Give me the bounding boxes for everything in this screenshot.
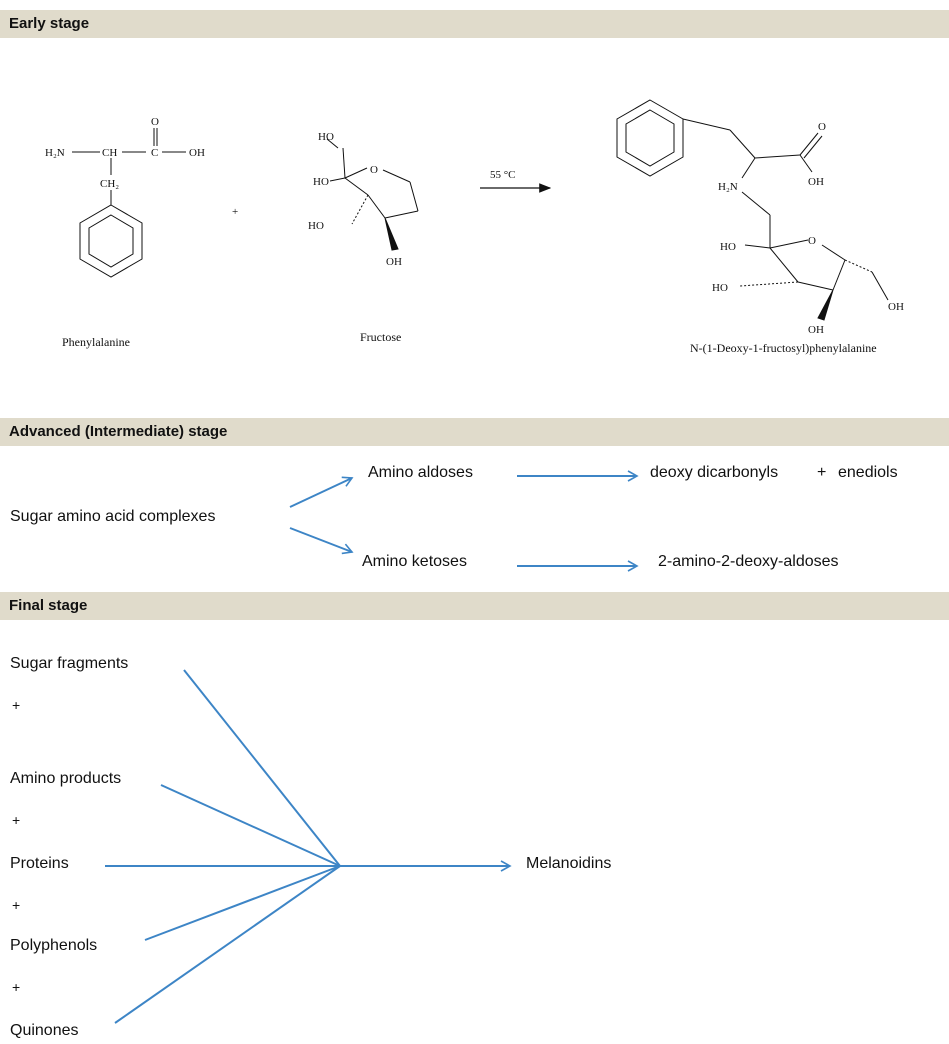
enediols-label: enediols	[838, 464, 898, 481]
amino-ketoses-label: Amino ketoses	[362, 553, 467, 570]
product-label: N-(1-Deoxy-1-fructosyl)phenylalanine	[690, 341, 877, 355]
advanced-stage-title: Advanced (Intermediate) stage	[9, 423, 228, 440]
phe-ch2-label: CH₂	[100, 178, 119, 190]
product-ring-o-label: O	[808, 235, 816, 247]
fru-ho-low-label: HO	[308, 220, 324, 232]
line-amino-products	[160, 784, 341, 867]
fru-ho-mid-label: HO	[313, 176, 329, 188]
fru-ring-o-label: O	[370, 164, 378, 176]
advanced-plus-sign: +	[817, 464, 827, 481]
phenylalanine-structure	[72, 128, 186, 278]
final-input-quinones: Quinones	[10, 1022, 79, 1039]
sugar-amino-acid-complexes-label: Sugar amino acid complexes	[10, 508, 216, 525]
product-oh-bottom-label: OH	[808, 324, 824, 336]
final-stage-header: Final stage	[0, 592, 949, 620]
product-ho-low-label: HO	[712, 282, 728, 294]
early-plus-sign: +	[232, 206, 238, 218]
early-stage-header: Early stage	[0, 10, 949, 38]
line-polyphenols	[144, 865, 341, 941]
fru-ho-top-label: HO	[318, 131, 334, 143]
aminodeoxy-aldoses-label: 2-amino-2-deoxy-aldoses	[658, 553, 839, 570]
phe-c-label: C	[151, 147, 158, 159]
advanced-stage-header: Advanced (Intermediate) stage	[0, 418, 949, 446]
early-stage-title: Early stage	[9, 15, 90, 32]
final-stage-title: Final stage	[9, 597, 88, 614]
melanoidins-label: Melanoidins	[526, 855, 612, 872]
product-h2n-label: H₂N	[718, 181, 738, 193]
phenylalanine-label: Phenylalanine	[62, 335, 130, 349]
arrow-to-amino-ketoses	[289, 527, 354, 555]
reaction-condition-label: 55 °C	[490, 169, 516, 181]
final-plus-1: +	[12, 697, 21, 713]
product-structure	[616, 99, 889, 321]
final-plus-4: +	[12, 979, 21, 995]
final-plus-3: +	[12, 897, 21, 913]
phe-h2n-label: H₂N	[45, 147, 65, 159]
arrow-to-amino-aldoses	[289, 476, 354, 508]
line-quinones	[114, 865, 341, 1024]
fructose-label: Fructose	[360, 330, 402, 344]
amino-aldoses-label: Amino aldoses	[368, 464, 473, 481]
final-input-amino-products: Amino products	[10, 770, 122, 787]
product-ho-label: HO	[720, 241, 736, 253]
product-carbonyl-o-label: O	[818, 121, 826, 133]
phe-ch-label: CH	[102, 147, 117, 159]
line-sugar-fragments	[183, 669, 341, 867]
final-input-proteins: Proteins	[10, 855, 69, 872]
final-input-sugar-fragments: Sugar fragments	[10, 655, 129, 672]
phe-oh-label: OH	[189, 147, 205, 159]
deoxy-dicarbonyls-label: deoxy dicarbonyls	[650, 464, 779, 481]
final-input-polyphenols: Polyphenols	[10, 937, 98, 954]
product-oh-label: OH	[808, 176, 824, 188]
phe-o-label: O	[151, 116, 159, 128]
early-stage-reaction-scheme: H₂N CH C O OH CH₂ + HO HO HO O OH 55 °C	[45, 99, 904, 336]
fru-oh-label: OH	[386, 256, 402, 268]
product-oh-end-label: OH	[888, 301, 904, 313]
final-plus-2: +	[12, 812, 21, 828]
fructose-structure	[326, 138, 419, 251]
